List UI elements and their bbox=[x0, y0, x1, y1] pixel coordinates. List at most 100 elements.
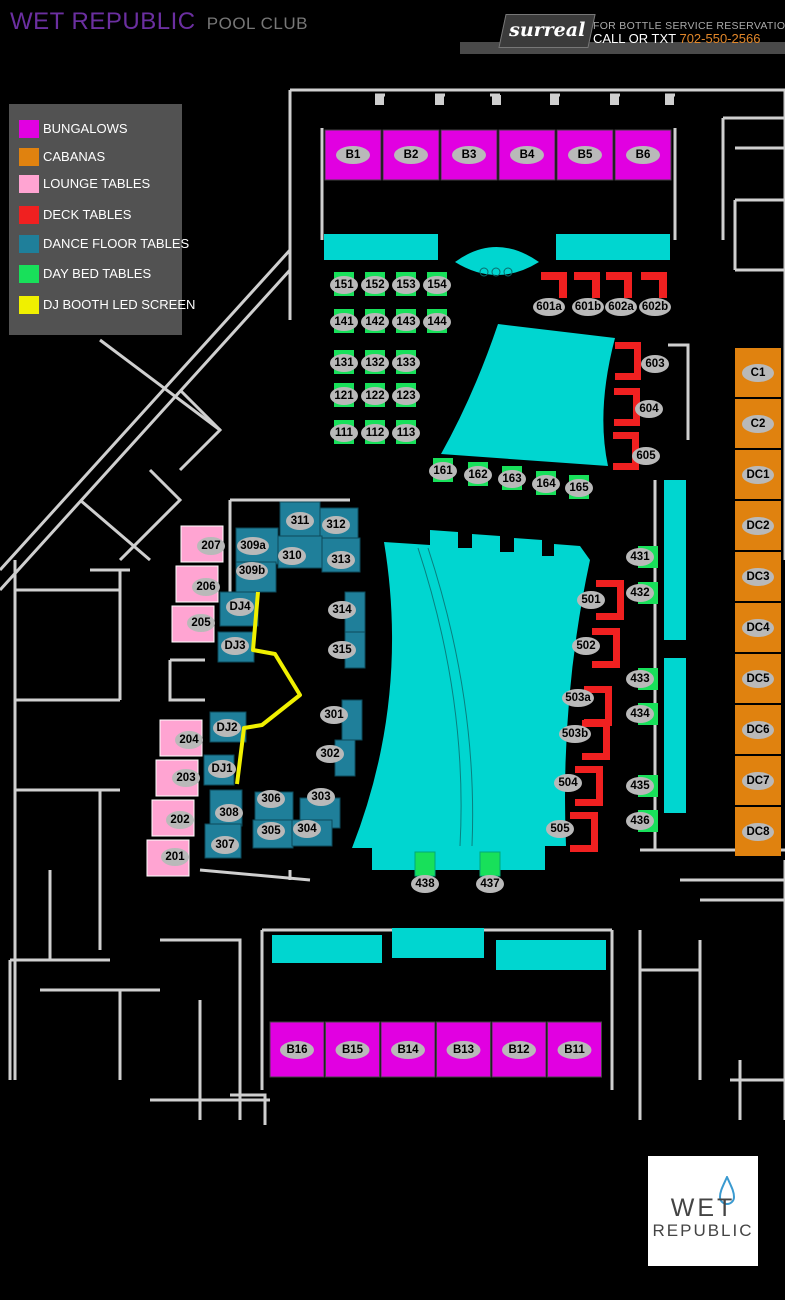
table-label[interactable]: 143 bbox=[396, 316, 415, 328]
table-label[interactable]: 306 bbox=[261, 793, 280, 805]
table-label[interactable]: 164 bbox=[536, 478, 556, 490]
table-label[interactable]: 202 bbox=[170, 814, 189, 826]
table-label[interactable]: 434 bbox=[630, 708, 650, 720]
table-label[interactable]: 315 bbox=[332, 644, 352, 656]
table-label[interactable]: 431 bbox=[630, 551, 650, 563]
table-label[interactable]: 312 bbox=[326, 519, 345, 531]
table-label[interactable]: DC4 bbox=[746, 622, 770, 634]
table-label[interactable]: 501 bbox=[581, 594, 601, 606]
bungalow-B1[interactable] bbox=[324, 129, 382, 181]
table-label[interactable]: 307 bbox=[215, 839, 234, 851]
table-label[interactable]: 152 bbox=[365, 279, 384, 291]
table-label[interactable]: DJ2 bbox=[216, 722, 237, 734]
deck-table[interactable] bbox=[582, 720, 610, 760]
daybed-437[interactable] bbox=[479, 851, 501, 877]
deck-table[interactable] bbox=[584, 686, 612, 726]
table-label[interactable]: 154 bbox=[427, 279, 447, 291]
table-label[interactable]: DJ4 bbox=[229, 601, 251, 613]
table-label[interactable]: 123 bbox=[396, 390, 415, 402]
table-label[interactable]: B3 bbox=[462, 149, 477, 161]
table-label[interactable]: 603 bbox=[645, 358, 664, 370]
table-label[interactable]: B4 bbox=[520, 149, 535, 161]
table-label[interactable]: DJ1 bbox=[211, 763, 233, 775]
deck-table-602b[interactable] bbox=[641, 272, 667, 298]
table-label[interactable]: 161 bbox=[433, 465, 453, 477]
table-label[interactable]: 153 bbox=[396, 279, 415, 291]
table-label[interactable]: 141 bbox=[334, 316, 354, 328]
table-label[interactable]: 601b bbox=[575, 301, 601, 313]
table-label[interactable]: B5 bbox=[578, 149, 593, 161]
table-label[interactable]: 503a bbox=[565, 692, 591, 704]
table-label[interactable]: B15 bbox=[342, 1044, 364, 1056]
table-label[interactable]: 303 bbox=[311, 791, 330, 803]
daybed-438[interactable] bbox=[414, 851, 436, 877]
deck-table[interactable] bbox=[575, 766, 603, 806]
table-label[interactable]: 133 bbox=[396, 357, 415, 369]
table-label[interactable]: 313 bbox=[331, 554, 350, 566]
table-label[interactable]: 602b bbox=[642, 301, 668, 313]
table-label[interactable]: 437 bbox=[480, 878, 499, 890]
deck-table[interactable] bbox=[615, 342, 641, 380]
deck-table-601a[interactable] bbox=[541, 272, 567, 298]
table-label[interactable]: B13 bbox=[453, 1044, 474, 1056]
table-label[interactable]: 309a bbox=[240, 540, 266, 552]
table-label[interactable]: DC2 bbox=[746, 520, 769, 532]
table-label[interactable]: DC7 bbox=[746, 775, 769, 787]
deck-table[interactable] bbox=[596, 580, 624, 620]
table-label[interactable]: 206 bbox=[196, 581, 215, 593]
table-label[interactable]: B1 bbox=[346, 149, 361, 161]
table-label[interactable]: 311 bbox=[291, 515, 310, 527]
table-label[interactable]: 113 bbox=[397, 427, 416, 439]
table-label[interactable]: 314 bbox=[332, 604, 352, 616]
table-label[interactable]: 601a bbox=[536, 301, 562, 313]
table-label[interactable]: B6 bbox=[636, 149, 651, 161]
table-label[interactable]: 144 bbox=[427, 316, 447, 328]
table-label[interactable]: 121 bbox=[334, 390, 354, 402]
table-label[interactable]: DC6 bbox=[746, 724, 769, 736]
table-label[interactable]: 132 bbox=[365, 357, 384, 369]
table-label[interactable]: 310 bbox=[282, 550, 301, 562]
deck-table[interactable] bbox=[570, 812, 598, 852]
table-label[interactable]: C1 bbox=[751, 367, 766, 379]
table-label[interactable]: DC1 bbox=[746, 469, 770, 481]
table-label[interactable]: 502 bbox=[576, 640, 595, 652]
table-label[interactable]: 432 bbox=[630, 587, 649, 599]
table-label[interactable]: 112 bbox=[366, 427, 385, 439]
table-label[interactable]: 304 bbox=[297, 823, 317, 835]
table-label[interactable]: 435 bbox=[630, 780, 650, 792]
table-label[interactable]: 503b bbox=[562, 728, 588, 740]
table-label[interactable]: 301 bbox=[324, 709, 344, 721]
table-label[interactable]: 309b bbox=[239, 565, 265, 577]
table-label[interactable]: B14 bbox=[397, 1044, 419, 1056]
deck-table-601b[interactable] bbox=[574, 272, 600, 298]
deck-table[interactable] bbox=[614, 388, 640, 426]
table-label[interactable]: B12 bbox=[508, 1044, 529, 1056]
table-label[interactable]: 142 bbox=[365, 316, 384, 328]
table-label[interactable]: 204 bbox=[179, 734, 199, 746]
table-label[interactable]: 151 bbox=[334, 279, 354, 291]
table-label[interactable]: 602a bbox=[608, 301, 634, 313]
table-label[interactable]: 305 bbox=[261, 825, 281, 837]
table-label[interactable]: 438 bbox=[415, 878, 435, 890]
table-label[interactable]: 165 bbox=[569, 482, 589, 494]
table-label[interactable]: 162 bbox=[468, 469, 487, 481]
table-label[interactable]: 302 bbox=[320, 748, 339, 760]
deck-table[interactable] bbox=[592, 628, 620, 668]
deck-table[interactable] bbox=[613, 432, 639, 470]
table-label[interactable]: 203 bbox=[176, 772, 195, 784]
table-label[interactable]: 436 bbox=[630, 815, 649, 827]
table-label[interactable]: 205 bbox=[191, 617, 211, 629]
table-label[interactable]: B16 bbox=[286, 1044, 307, 1056]
table-label[interactable]: DC8 bbox=[746, 826, 770, 838]
table-label[interactable]: 131 bbox=[334, 357, 354, 369]
table-label[interactable]: DJ3 bbox=[224, 640, 245, 652]
table-label[interactable]: 163 bbox=[502, 473, 521, 485]
table-label[interactable]: B11 bbox=[564, 1044, 585, 1056]
table-label[interactable]: DC3 bbox=[746, 571, 769, 583]
table-label[interactable]: 605 bbox=[636, 450, 656, 462]
table-label[interactable]: 505 bbox=[550, 823, 570, 835]
table-label[interactable]: 504 bbox=[558, 777, 578, 789]
table-label[interactable]: 207 bbox=[201, 540, 220, 552]
table-label[interactable]: 111 bbox=[335, 427, 354, 439]
table-label[interactable]: C2 bbox=[751, 418, 766, 430]
